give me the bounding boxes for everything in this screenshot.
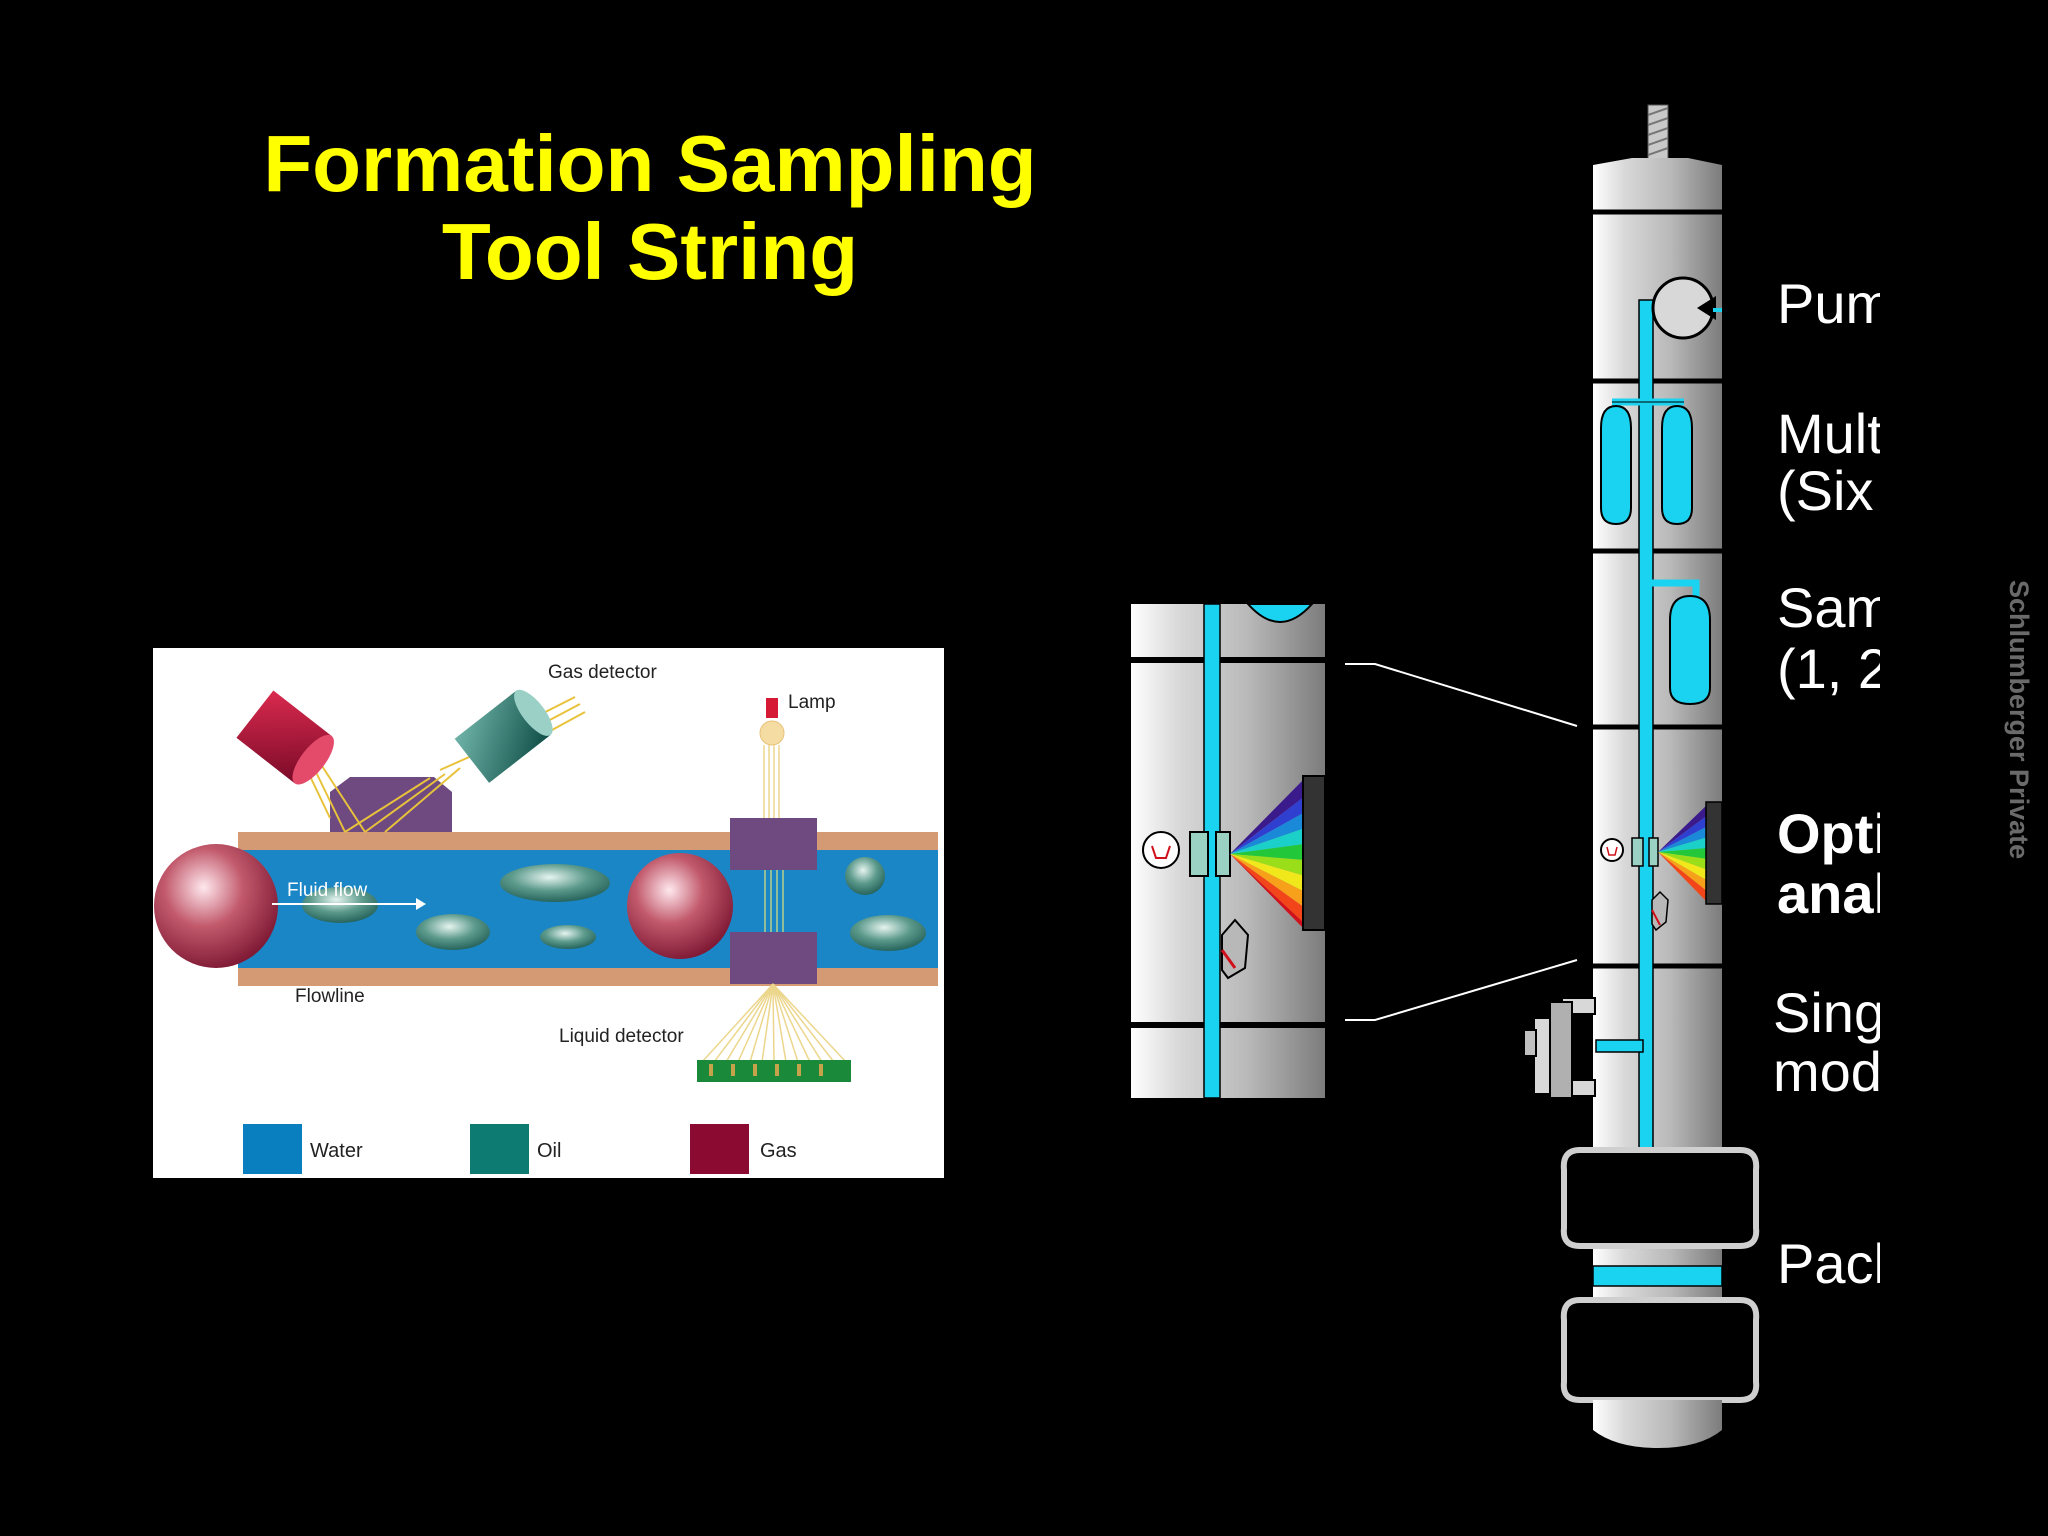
liquid-detector-array	[697, 1060, 851, 1082]
zoom-joints	[1131, 657, 1325, 1028]
probe-flowline	[1595, 1039, 1644, 1053]
optical-analyzer-zoom	[1131, 603, 1578, 1099]
label-single-probe: Singl	[1773, 981, 1898, 1044]
analyzer-lamp-filament	[1606, 846, 1618, 856]
pump-impeller	[1697, 296, 1716, 320]
lamp-window-bottom	[730, 932, 817, 984]
analyzer-gas-detector	[1651, 890, 1669, 932]
transmitted-light	[764, 870, 784, 932]
analyzer-spectrum-fan	[1658, 804, 1708, 903]
label-single-probe-detail: modu	[1773, 1040, 1913, 1103]
label-multisample: Mult	[1777, 402, 1883, 465]
oil-droplet	[850, 915, 926, 951]
label-optical-analyzer: Opti	[1777, 802, 1889, 865]
tool-labels: Pum Mult (Six 4 Sam (1, 2 Opti anal Sing…	[1773, 272, 1920, 1295]
gas-detector-teal	[454, 689, 553, 783]
analyzer-window-left	[1631, 837, 1644, 867]
gas-detector-label: Gas detector	[548, 662, 657, 683]
flowline-label: Flowline	[295, 986, 365, 1007]
sample-chamber-line	[1650, 579, 1700, 600]
fluid-flow-arrowhead	[416, 898, 426, 910]
gas-source-red	[236, 690, 334, 785]
packer-upper	[1560, 1147, 1760, 1249]
zoom-window-left	[1189, 831, 1209, 877]
tool-bottom-nose	[1593, 1400, 1722, 1448]
lamp-window-top	[730, 818, 817, 870]
sample-chamber	[1600, 404, 1632, 526]
flow-diagram: Fluid flow Gas detector Lamp	[153, 648, 944, 1178]
zoom-detector-array	[1302, 775, 1326, 931]
packer-lower	[1560, 1297, 1760, 1403]
legend-label-oil: Oil	[537, 1140, 561, 1162]
sample-chamber-large	[1669, 594, 1711, 706]
title-line-1: Formation Sampling	[263, 119, 1037, 208]
label-sample-chamber-detail: (1, 2	[1777, 637, 1889, 700]
module-joints	[1593, 209, 1722, 969]
slide-title: Formation Sampling Tool String	[200, 120, 1100, 296]
title-line-2: Tool String	[441, 207, 859, 296]
gas-detector-prism	[330, 777, 452, 832]
sample-chamber	[1661, 404, 1693, 526]
tool-top-cone	[1593, 158, 1722, 212]
zoom-sample-bottle	[1245, 603, 1315, 623]
watermark-text: Schlumberger Private	[2004, 580, 2034, 859]
tool-string	[1523, 104, 1760, 1448]
label-multisample-detail: (Six 4	[1777, 459, 1920, 522]
flowline-top-wall	[238, 832, 938, 850]
label-optical-analyzer-detail: anal	[1777, 862, 1889, 925]
callout-line-bottom	[1345, 959, 1578, 1021]
analyzer-detector-array	[1705, 801, 1723, 905]
oil-droplet	[500, 864, 610, 902]
oil-droplet	[540, 925, 596, 949]
probe-tip	[1523, 1029, 1537, 1057]
zoom-spectrum-fan	[1230, 778, 1305, 930]
label-packer: Pack	[1777, 1232, 1902, 1295]
detector-pins	[709, 1064, 823, 1076]
tool-flowline	[1638, 299, 1654, 1261]
lamp-body	[766, 698, 778, 718]
zoom-gas-detector	[1221, 918, 1250, 980]
lamp-beams	[763, 745, 780, 818]
cable-head-threads	[1647, 107, 1669, 156]
oil-droplet	[845, 857, 885, 895]
spectrometer-fan	[701, 983, 847, 1063]
legend-swatch-water	[243, 1124, 302, 1174]
legend-label-water: Water	[310, 1140, 363, 1162]
gas-bubble	[627, 853, 733, 959]
legend-swatch-gas	[690, 1124, 749, 1174]
analyzer-lamp-icon	[1600, 838, 1624, 862]
packer-inlet	[1592, 1265, 1723, 1287]
analyzer-window-right	[1648, 837, 1659, 867]
callout-line-top	[1345, 663, 1578, 727]
label-pump: Pum	[1777, 272, 1892, 335]
zoom-lamp-icon	[1142, 831, 1180, 869]
lamp-label: Lamp	[788, 692, 836, 713]
flowline-bottom-wall	[238, 968, 938, 986]
label-sample-chamber: Sam	[1777, 576, 1892, 639]
legend-label-gas: Gas	[760, 1140, 797, 1162]
fluid-flow-label: Fluid flow	[287, 880, 368, 901]
zoom-lamp-filament	[1151, 845, 1171, 859]
probe-body	[1549, 1001, 1573, 1099]
liquid-detector-label: Liquid detector	[559, 1026, 684, 1047]
legend-swatch-oil	[470, 1124, 529, 1174]
zoom-gas-beam	[1220, 949, 1237, 969]
gas-bubble	[154, 844, 278, 968]
lamp-icon	[759, 720, 785, 746]
analyzer-gas-beam	[1651, 909, 1661, 926]
zoom-window-right	[1215, 831, 1231, 877]
oil-droplet	[416, 914, 490, 950]
